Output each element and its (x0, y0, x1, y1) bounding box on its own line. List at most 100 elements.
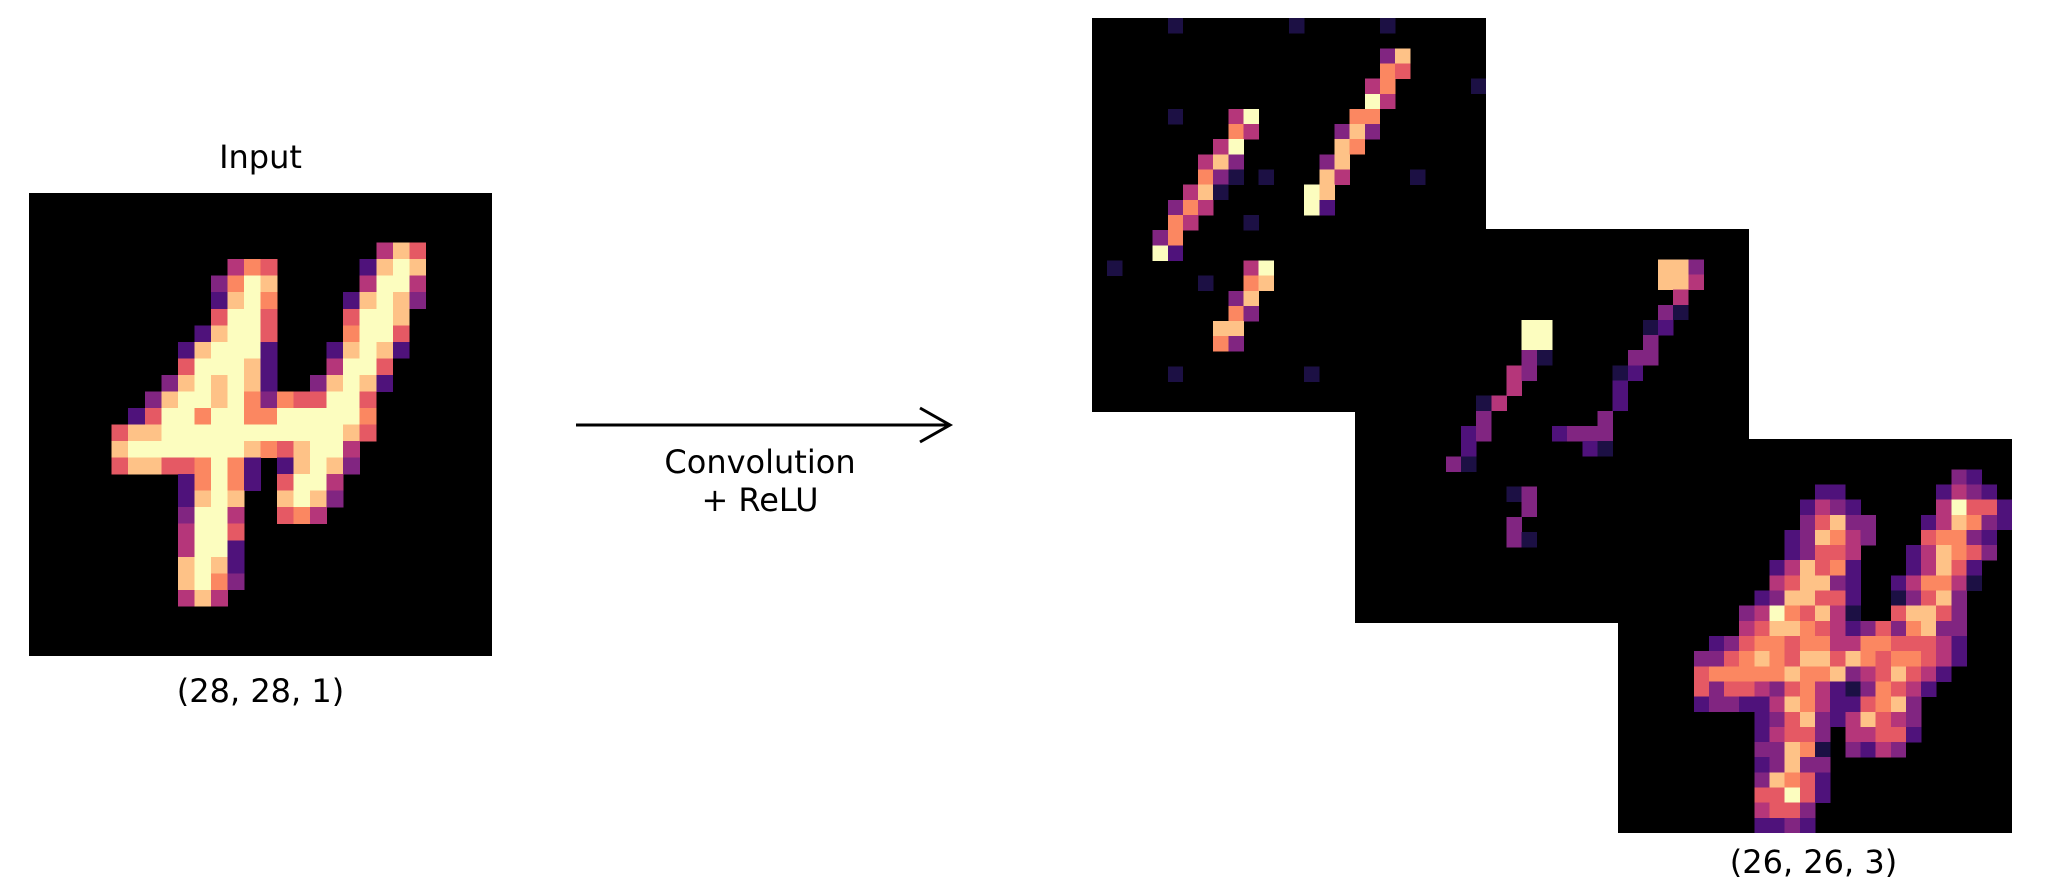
feature-map-3-pixel (1875, 726, 1892, 743)
feature-map-1-pixel (1379, 78, 1396, 95)
feature-map-3-pixel (1951, 499, 1967, 516)
feature-map-2-pixel (1461, 441, 1477, 457)
feature-map-1-pixel (1107, 260, 1123, 276)
input-pixel (359, 292, 377, 310)
feature-map-3-pixel (1890, 651, 1907, 667)
feature-map-3-pixel (1936, 529, 1952, 546)
input-pixel (177, 573, 195, 591)
feature-map-3-pixel (1890, 605, 1907, 622)
feature-map-3-pixel (1815, 681, 1831, 697)
feature-map-2-pixel (1627, 350, 1644, 366)
feature-map-3-pixel (1875, 666, 1892, 682)
input-image (29, 193, 492, 656)
feature-map-2-pixel (1552, 426, 1568, 442)
feature-map-3-pixel (1815, 605, 1831, 622)
input-pixel (326, 490, 344, 508)
input-pixel (310, 457, 327, 475)
feature-map-3-pixel (1936, 575, 1952, 591)
feature-map-1-pixel (1198, 184, 1214, 201)
feature-map-1-pixel (1228, 154, 1244, 170)
feature-map-3-pixel (1724, 696, 1740, 713)
feature-map-3-pixel (1799, 575, 1816, 591)
input-pixel (260, 308, 278, 326)
feature-map-1-pixel (1395, 63, 1411, 79)
input-pixel (260, 341, 278, 359)
input-pixel (359, 308, 377, 326)
feature-map-3-pixel (1815, 711, 1831, 728)
feature-map-3-pixel (1754, 636, 1770, 652)
feature-map-3 (1618, 439, 2012, 833)
feature-map-3-pixel (1784, 696, 1801, 713)
feature-map-3-pixel (1890, 681, 1907, 697)
feature-map-3-pixel (1754, 681, 1770, 697)
input-pixel (194, 474, 212, 491)
input-pixel (376, 358, 394, 376)
feature-map-2-pixel (1658, 259, 1674, 275)
feature-map-3-pixel (1724, 651, 1740, 667)
input-pixel (392, 292, 410, 310)
input-pixel (210, 474, 228, 491)
feature-map-3-pixel (1739, 666, 1755, 682)
input-pixel (376, 308, 394, 326)
input-pixel (111, 424, 129, 442)
input-pixel (210, 374, 228, 392)
feature-map-1-pixel (1213, 184, 1229, 201)
input-pixel (326, 441, 344, 458)
feature-map-3-pixel (1996, 514, 2012, 531)
input-pixel (227, 540, 245, 558)
feature-map-1-pixel (1258, 260, 1275, 276)
feature-map-3-pixel (1845, 620, 1861, 637)
feature-map-3-pixel (1966, 545, 1982, 561)
feature-map-3-pixel (1799, 529, 1816, 546)
feature-map-1-pixel (1228, 336, 1244, 352)
feature-map-1-pixel (1319, 199, 1335, 216)
feature-map-3-pixel (1799, 514, 1816, 531)
feature-map-1-pixel (1410, 169, 1426, 185)
feature-map-3-pixel (1951, 651, 1967, 667)
feature-map-3-pixel (1769, 696, 1785, 713)
feature-map-3-pixel (1830, 545, 1846, 561)
feature-map-3-pixel (1754, 711, 1770, 728)
input-pixel (376, 275, 394, 293)
input-pixel (194, 589, 212, 607)
feature-map-3-pixel (1784, 726, 1801, 743)
feature-map-3-pixel (1769, 787, 1785, 803)
feature-map-3-pixel (1784, 757, 1801, 773)
feature-map-3-pixel (1708, 651, 1725, 667)
feature-map-3-pixel (1784, 787, 1801, 803)
feature-map-3-pixel (1815, 772, 1831, 788)
feature-map-2-pixel (1642, 319, 1659, 336)
feature-map-3-pixel (1860, 696, 1876, 713)
input-pixel (243, 358, 261, 376)
input-pixel (293, 507, 311, 525)
input-pixel (392, 242, 410, 260)
input-pixel (227, 424, 245, 442)
input-pixel (277, 474, 294, 491)
feature-map-3-pixel (1921, 620, 1937, 637)
feature-map-1-pixel (1243, 260, 1259, 276)
input-pixel (210, 341, 228, 359)
input-pixel (227, 358, 245, 376)
arrow-right-icon (576, 406, 954, 444)
feature-map-3-pixel (1799, 560, 1816, 576)
feature-map-1-pixel (1213, 154, 1229, 170)
feature-map-3-pixel (1754, 605, 1770, 622)
feature-map-2-pixel (1506, 516, 1522, 533)
feature-map-3-pixel (1739, 651, 1755, 667)
feature-map-1-pixel (1379, 63, 1396, 79)
feature-map-3-pixel (1830, 681, 1846, 697)
input-pixel (310, 391, 327, 409)
input-pixel (227, 507, 245, 525)
feature-map-3-pixel (1769, 636, 1785, 652)
feature-map-2-pixel (1476, 426, 1492, 442)
feature-map-3-pixel (1890, 742, 1907, 758)
feature-map-2-pixel (1521, 335, 1538, 351)
input-pixel (326, 358, 344, 376)
input-pixel (343, 341, 361, 359)
input-pixel (194, 573, 212, 591)
feature-map-3-pixel (1890, 711, 1907, 728)
feature-map-3-pixel (1966, 529, 1982, 546)
input-pixel (359, 374, 377, 392)
input-pixel (392, 275, 410, 293)
feature-map-3-pixel (1754, 787, 1770, 803)
